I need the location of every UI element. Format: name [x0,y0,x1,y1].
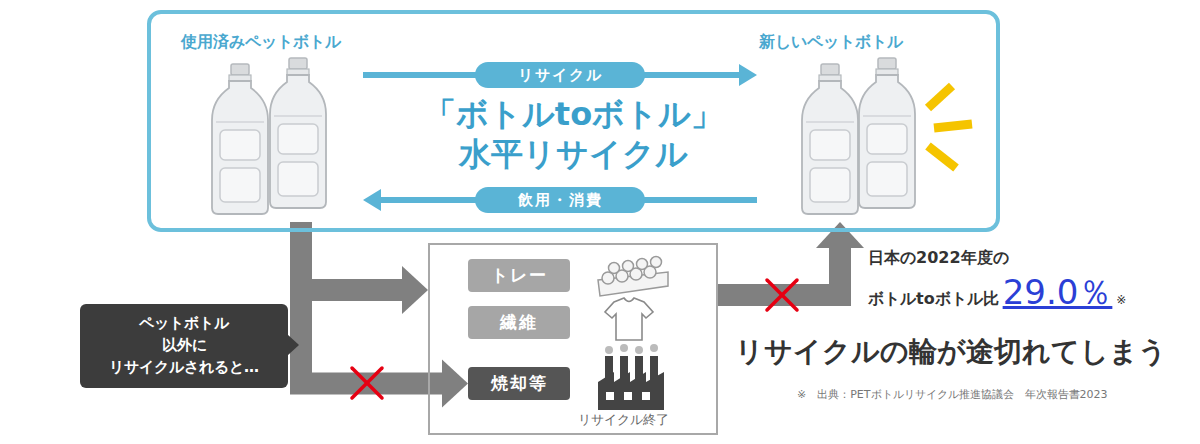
edge-label-pill: リサイクル [475,62,645,88]
text-line: 以外に [109,335,259,357]
connector-line [718,248,840,295]
flow-arrow [301,222,428,314]
illustration-part [642,392,650,400]
bottle-front [802,64,858,214]
callout-pointer [287,334,299,356]
text-line: 水平リサイクル [414,134,734,174]
node-text: ペットボトル 以外に リサイクルされると… [109,313,259,378]
note-label: ※ [1116,293,1126,307]
illustration-part [651,257,662,268]
illustration-part [606,392,614,400]
bottle-back [270,58,326,208]
node-text: リサイクル終了 [578,411,669,429]
process-pill: 繊維 [468,306,570,339]
t-shirt-icon [605,298,653,340]
illustration-part [624,392,632,400]
node-text: トレー [491,264,548,287]
note-label: リサイクルの輪が途切れてしまう [735,333,1167,371]
illustration-part [637,259,648,270]
illustration-part [934,124,972,128]
node-text: 「ボトルtoボトル」 水平リサイクル [414,94,734,174]
illustration-part [598,372,664,410]
stat-row: ボトルtoボトル比29.0％※ [868,270,1126,316]
note-label: ※ 出典：PETボトルリサイクル推進協議会 年次報告書2023 [797,387,1108,402]
connector-line [301,222,442,384]
illustration-part [623,261,634,272]
illustration-part [928,146,956,168]
note-label: ボトルtoボトル比 [868,289,999,310]
illustration-part [609,263,620,274]
illustration-part [650,344,658,352]
arrow-head [363,189,381,211]
arrow-head [739,64,757,86]
edge-label-pill: 飲用・消費 [475,187,645,213]
arrow-head [402,266,428,314]
text-line: 「ボトルtoボトル」 [414,94,734,134]
flow-arrow [301,222,468,408]
text-line: リサイクルされると… [109,357,259,379]
illustration-part [767,280,797,310]
bottle-front [212,64,268,214]
note-label: 29.0％ [1003,270,1113,316]
egg-tray-icon [598,257,668,297]
process-pill: 焼却等 [468,367,570,400]
text-line: ペットボトル [109,313,259,335]
cross-mark [767,280,797,310]
connector-line [301,222,402,290]
factory-icon [598,344,664,410]
node-text: 繊維 [500,311,538,334]
cross-mark [352,368,382,398]
illustration-part [605,346,613,354]
outcome-box: リサイクル終了 トレー繊維焼却等 [428,243,718,435]
node-text: 新しいペットボトル [759,32,903,53]
process-pill: トレー [468,259,570,292]
illustration-part [352,368,382,398]
node-text: 使用済みペットボトル [181,32,341,53]
bottle-group: 使用済みペットボトル [181,32,361,222]
illustration-part [767,280,797,310]
node-text: 焼却等 [491,372,548,395]
note-label: 日本の2022年度の [868,248,1009,269]
callout-box: ペットボトル 以外に リサイクルされると… [80,304,288,388]
arrow-head [442,360,468,408]
arrow-head [816,222,864,248]
illustration-part [352,368,382,398]
bottle-back [859,58,915,208]
illustration-part [620,344,628,352]
bottle-group: 新しいペットボトル [759,32,929,222]
sparkle-lines [928,86,972,168]
illustration-part [928,86,952,108]
illustration-part [635,346,643,354]
